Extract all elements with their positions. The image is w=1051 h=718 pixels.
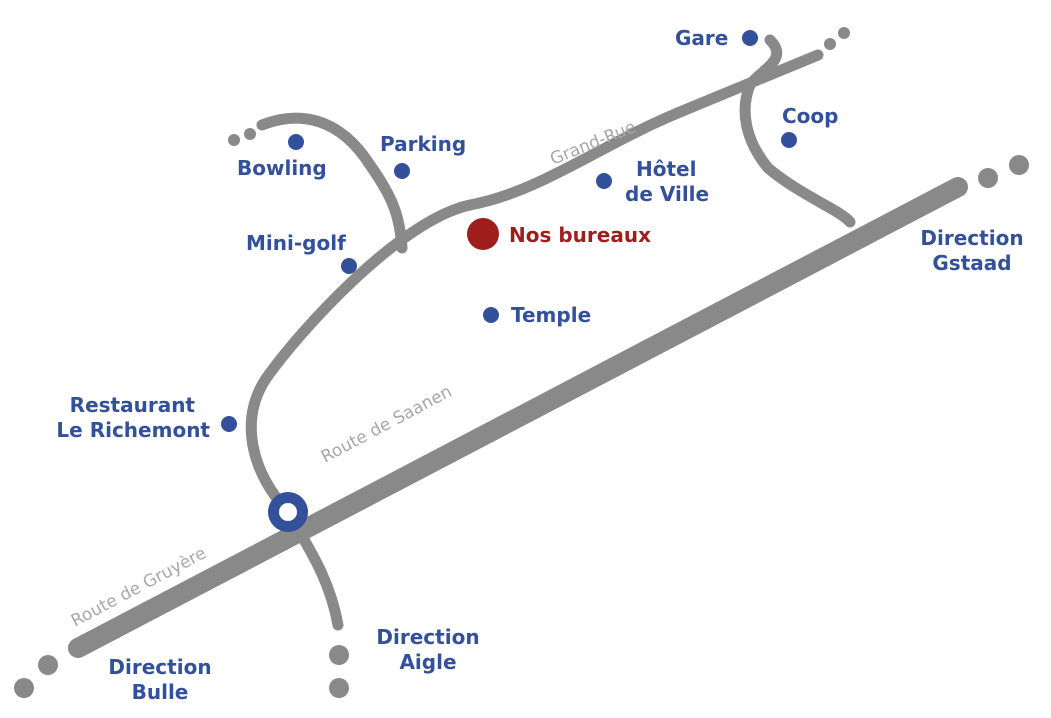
direction-bulle-line1: Direction: [108, 655, 211, 679]
bulle-continuation-dot: [38, 655, 58, 675]
temple-label: Temple: [511, 303, 591, 327]
aigle-continuation-dot: [329, 678, 349, 698]
gstaad-continuation-dot: [1009, 155, 1029, 175]
bowling-dot-icon: [288, 134, 304, 150]
bowling-label: Bowling: [237, 156, 327, 180]
parking-label: Parking: [380, 132, 466, 156]
minigolf-dot-icon: [341, 258, 357, 274]
northwest-continuation-dot: [228, 134, 240, 146]
restaurant-label-line1: Restaurant: [70, 393, 196, 417]
northeast-continuation-dot: [824, 38, 836, 50]
temple-dot-icon: [483, 307, 499, 323]
roundabout-icon: [268, 492, 308, 532]
gare-road: [739, 34, 856, 228]
coop-dot-icon: [781, 132, 797, 148]
direction-bulle-line2: Bulle: [132, 680, 189, 704]
restaurant-dot-icon: [221, 416, 237, 432]
direction-gstaad-line2: Gstaad: [932, 251, 1011, 275]
restaurant-label-line2: Le Richemont: [56, 418, 210, 442]
grand-rue-road: [245, 49, 824, 518]
aigle-continuation-dot: [329, 645, 349, 665]
north-west-road: [256, 112, 408, 254]
direction-gstaad-line1: Direction: [920, 226, 1023, 250]
gstaad-continuation-dot: [978, 168, 998, 188]
direction-aigle-line2: Aigle: [399, 650, 456, 674]
hotel-dot-icon: [596, 173, 612, 189]
gare-dot-icon: [742, 30, 758, 46]
northeast-continuation-dot: [838, 27, 850, 39]
coop-label: Coop: [782, 104, 838, 128]
hotel-label-line1: Hôtel: [636, 157, 696, 181]
hotel-label-line2: de Ville: [625, 182, 709, 206]
office-marker-icon: [467, 218, 499, 250]
direction-aigle-line1: Direction: [376, 625, 479, 649]
bulle-continuation-dot: [14, 678, 34, 698]
northwest-continuation-dot: [244, 128, 256, 140]
office-label: Nos bureaux: [509, 223, 651, 247]
main-road: [68, 177, 968, 658]
parking-dot-icon: [394, 163, 410, 179]
minigolf-label: Mini-golf: [246, 231, 346, 255]
gare-label: Gare: [675, 26, 728, 50]
